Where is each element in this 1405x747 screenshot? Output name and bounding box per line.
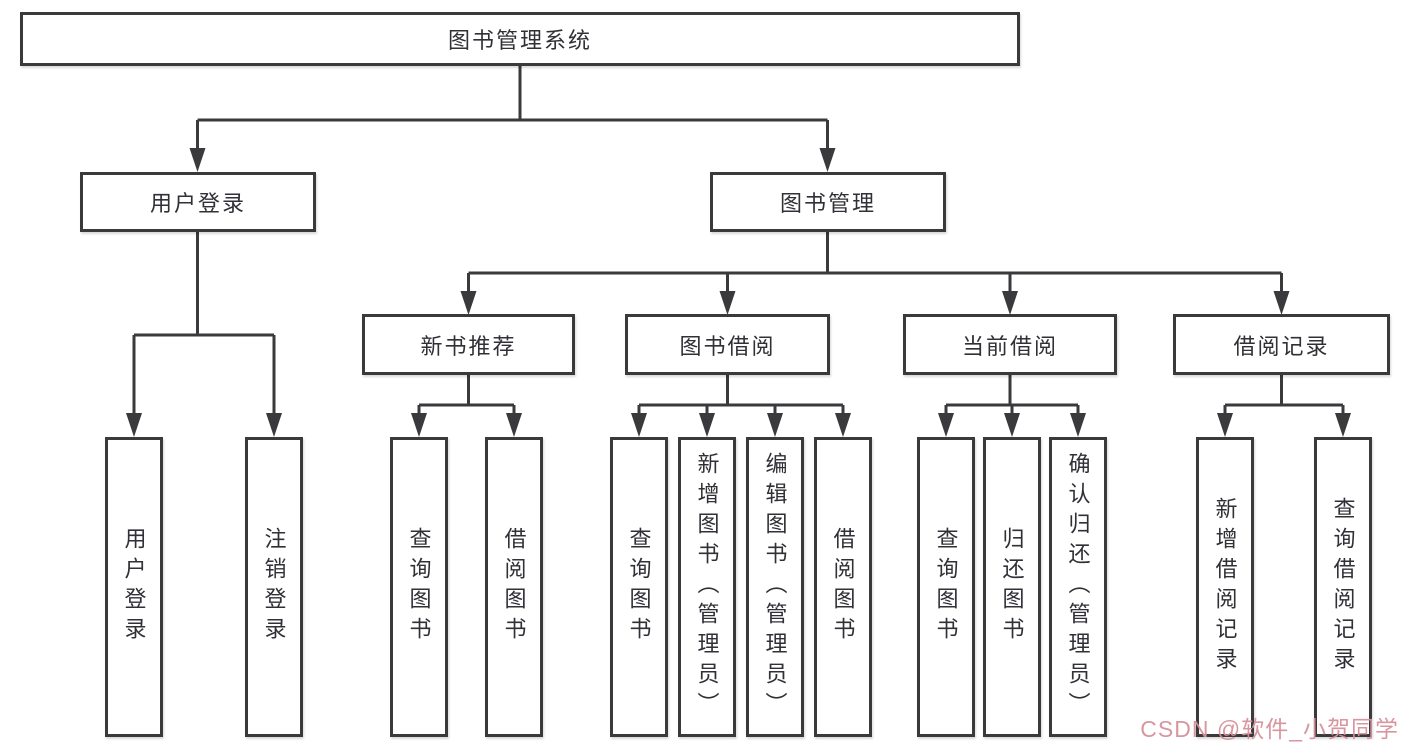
connector-book-mgmt-branch: [460, 232, 1290, 315]
node-current-borrow-label: 当前借阅: [961, 333, 1058, 359]
leaf-return-books-label: 归还图书: [999, 527, 1025, 647]
leaf-borrow-query-books-label: 查询图书: [626, 527, 652, 647]
leaf-confirm-return-admin: 确认归还（管理员）: [1049, 437, 1107, 737]
leaf-logout-label: 注销登录: [261, 527, 287, 647]
node-user-login: 用户登录: [80, 172, 316, 232]
node-root: 图书管理系统: [20, 12, 1020, 66]
node-borrow-records: 借阅记录: [1173, 314, 1390, 375]
leaf-query-borrow-record: 查询借阅记录: [1314, 437, 1372, 737]
leaf-add-books-admin-label: 新增图书（管理员）: [694, 452, 720, 722]
leaf-edit-books-admin-label: 编辑图书（管理员）: [762, 452, 788, 722]
node-user-login-label: 用户登录: [149, 191, 246, 216]
leaf-logout: 注销登录: [245, 437, 303, 737]
leaf-add-books-admin: 新增图书（管理员）: [678, 437, 736, 737]
connector-new-book-rec-branch: [411, 375, 522, 437]
node-book-borrow: 图书借阅: [625, 314, 830, 375]
node-root-label: 图书管理系统: [447, 28, 592, 53]
node-new-book-rec: 新书推荐: [362, 314, 575, 375]
leaf-current-query-books: 查询图书: [917, 437, 975, 737]
node-current-borrow: 当前借阅: [903, 314, 1117, 375]
csdn-watermark: CSDN @软件_小贺同学: [1140, 716, 1399, 742]
connector-root-to-level2: [189, 66, 836, 172]
leaf-return-books: 归还图书: [983, 437, 1041, 737]
connector-current-borrow-branch: [938, 375, 1086, 437]
leaf-user-login-label: 用户登录: [121, 527, 147, 647]
node-book-borrow-label: 图书借阅: [679, 333, 776, 359]
leaf-query-borrow-record-label: 查询借阅记录: [1330, 497, 1356, 677]
connector-user-login-branch: [126, 232, 282, 437]
leaf-borrow-query-books: 查询图书: [610, 437, 668, 737]
leaf-edit-books-admin: 编辑图书（管理员）: [746, 437, 804, 737]
node-new-book-rec-label: 新书推荐: [420, 333, 517, 359]
connector-book-borrow-branch: [631, 375, 851, 437]
leaf-add-borrow-record: 新增借阅记录: [1196, 437, 1254, 737]
leaf-newbook-query-books-label: 查询图书: [406, 527, 432, 647]
leaf-newbook-query-books: 查询图书: [390, 437, 448, 737]
leaf-user-login: 用户登录: [105, 437, 163, 737]
leaf-add-borrow-record-label: 新增借阅记录: [1212, 497, 1238, 677]
node-book-mgmt: 图书管理: [710, 172, 946, 232]
leaf-confirm-return-admin-label: 确认归还（管理员）: [1065, 452, 1091, 722]
node-book-mgmt-label: 图书管理: [779, 191, 876, 216]
leaf-newbook-borrow-books: 借阅图书: [485, 437, 543, 737]
leaf-current-query-books-label: 查询图书: [933, 527, 959, 647]
leaf-borrow-borrow-books: 借阅图书: [814, 437, 872, 737]
leaf-borrow-borrow-books-label: 借阅图书: [830, 527, 856, 647]
connector-borrow-records-branch: [1217, 375, 1351, 437]
leaf-newbook-borrow-books-label: 借阅图书: [501, 527, 527, 647]
node-borrow-records-label: 借阅记录: [1233, 333, 1330, 359]
